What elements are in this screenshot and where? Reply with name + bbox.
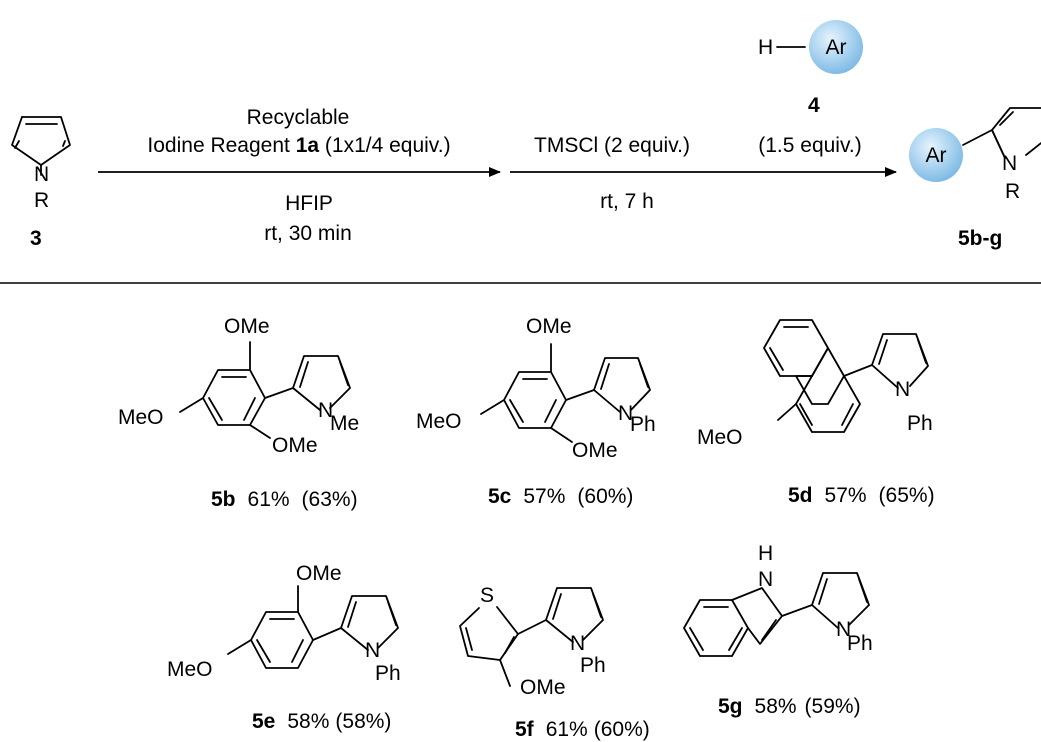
- compound-label-3: 3: [30, 227, 42, 250]
- step1-conditions: rt, 30 min: [264, 222, 352, 245]
- 5f-n-atom: N: [570, 632, 585, 655]
- step2-conditions: rt, 7 h: [600, 190, 654, 213]
- 5f-ome-bottom: OMe: [520, 676, 566, 699]
- 5e-ome-top: OMe: [296, 562, 342, 585]
- 5b-n-substituent: Me: [330, 412, 359, 435]
- 5d-n-substituent: Ph: [907, 412, 933, 435]
- 5b-ome-top: OMe: [224, 315, 270, 338]
- 5c-n-substituent: Ph: [630, 413, 656, 436]
- step2-reagent: TMSCl (2 equiv.): [534, 134, 690, 157]
- compound-label-5b-g: 5b-g: [958, 227, 1002, 250]
- ar-circle-4: [809, 20, 863, 74]
- pyrrole-n-atom: N: [34, 163, 49, 186]
- 5e-n-substituent: Ph: [375, 662, 401, 685]
- product-ar-text: Ar: [926, 144, 947, 167]
- arene-ar-text: Ar: [826, 36, 847, 59]
- 5e-meo-left: MeO: [167, 658, 213, 681]
- pyrrole-r-group: R: [34, 189, 49, 212]
- step1-reagent-line2: Iodine Reagent 1a (1x1/4 equiv.): [147, 134, 450, 157]
- 5b-ome-bottom: OMe: [272, 434, 318, 457]
- 5b-n-atom: N: [318, 399, 333, 422]
- 5g-nh-h: H: [758, 542, 773, 565]
- 5d-meo-left: MeO: [697, 426, 743, 449]
- 5g-indole-n: N: [758, 568, 773, 591]
- product-r-group: R: [1005, 180, 1020, 203]
- product-5-structure: Ar N R 5b-g: [909, 107, 1041, 250]
- 5g-n-substituent: Ph: [847, 632, 873, 655]
- 5c-ome-bottom: OMe: [572, 439, 618, 462]
- 5c-meo-left: MeO: [416, 410, 462, 433]
- 5f-n-substituent: Ph: [580, 654, 606, 677]
- arene-h-atom: H: [758, 36, 773, 59]
- 5g-n-atom: N: [836, 618, 851, 641]
- pyrrole-3-structure: N R 3: [11, 116, 71, 250]
- arene-4-structure: H Ar 4 (1.5 equiv.): [758, 20, 863, 157]
- 5c-ome-top: OMe: [526, 315, 572, 338]
- step1-solvent: HFIP: [285, 192, 333, 215]
- ar-circle-product: [909, 128, 963, 182]
- arene-equiv: (1.5 equiv.): [758, 134, 862, 157]
- compound-label-4: 4: [808, 94, 820, 117]
- step1-reagent-line1: Recyclable: [247, 106, 350, 129]
- 5b-meo-left: MeO: [118, 406, 164, 429]
- 5d-n-atom: N: [895, 378, 910, 401]
- 5f-s-atom: S: [480, 584, 494, 607]
- product-n-atom: N: [1002, 152, 1017, 175]
- 5e-n-atom: N: [365, 639, 380, 662]
- 5c-n-atom: N: [618, 402, 633, 425]
